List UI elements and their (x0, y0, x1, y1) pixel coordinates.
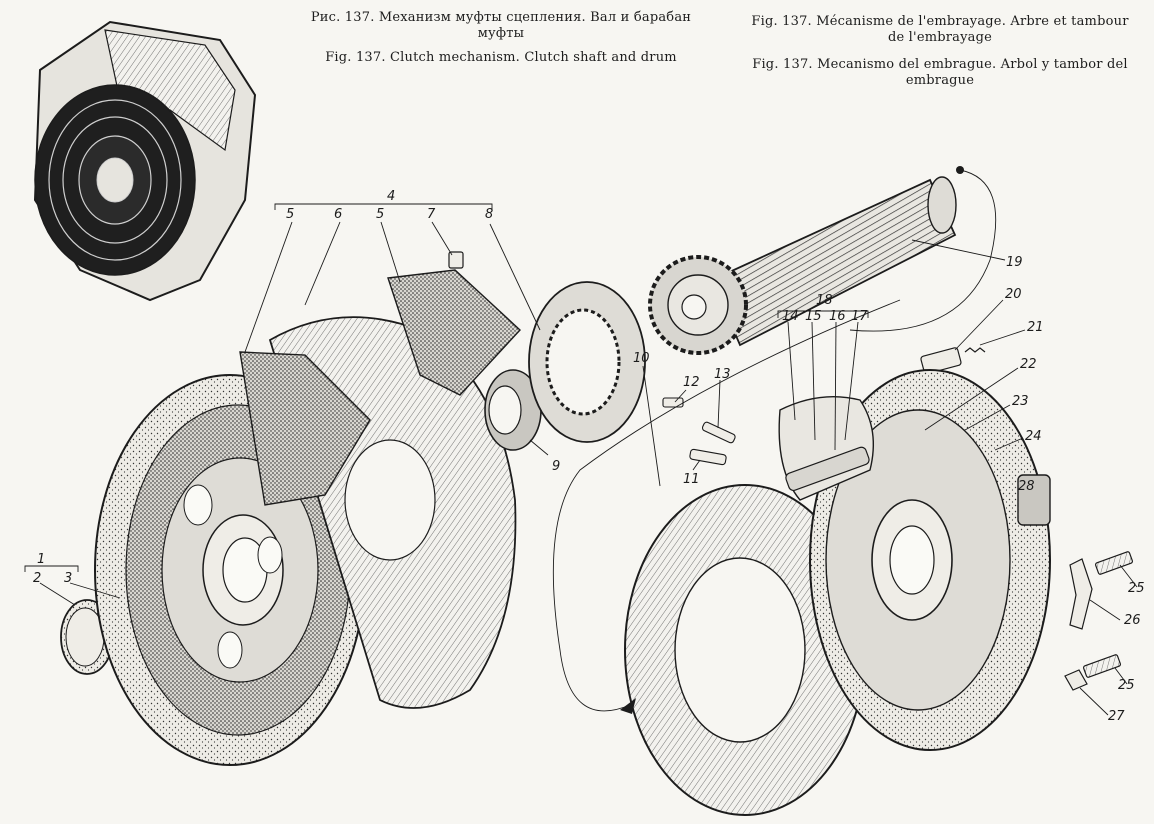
part-7-pin (448, 251, 464, 269)
bracket-4 (274, 203, 493, 210)
label-25-lower: 25 (1118, 678, 1135, 693)
label-28: 28 (1018, 479, 1035, 494)
caption-russian: Рис. 137. Механизм муфты сцепления. Вал … (296, 10, 706, 42)
caption-english-line-1: Fig. 137. Clutch mechanism. Clutch shaft… (325, 50, 677, 65)
label-5-lower: 5 (286, 207, 294, 222)
caption-french: Fig. 137. Mécanisme de l'embrayage. Arbr… (740, 14, 1140, 46)
label-14: 14 (782, 309, 799, 324)
part-8-splined-ring (528, 281, 646, 443)
caption-english: Fig. 137. Clutch mechanism. Clutch shaft… (296, 50, 706, 66)
caption-french-line-1: Fig. 137. Mécanisme de l'embrayage. Arbr… (751, 14, 1129, 29)
label-15: 15 (805, 309, 822, 324)
label-9: 9 (552, 459, 560, 474)
part-5-friction-segment-upper (387, 269, 521, 396)
label-20: 20 (1005, 287, 1022, 302)
part-25-bolt-lower (1082, 654, 1122, 678)
part-12-bolt (662, 397, 684, 408)
part-28-lock-plate (1069, 558, 1093, 630)
part-21-spring (964, 347, 986, 353)
clutch-housing (33, 20, 257, 302)
label-10: 10 (633, 351, 650, 366)
leader-lines (39, 221, 1138, 716)
bracket-1 (24, 565, 79, 572)
part-10-pressure-disc (624, 484, 866, 816)
label-21: 21 (1027, 320, 1044, 335)
caption-french-line-2: de l'embrayage (887, 30, 993, 45)
caption-spanish-line-2: embrague (905, 73, 975, 88)
label-8: 8 (485, 207, 493, 222)
label-24: 24 (1025, 429, 1042, 444)
callout-labels: 1 2 3 4 5 6 5 7 8 9 10 11 12 13 14 15 16… (33, 189, 1145, 724)
assembly-arrow (552, 299, 901, 714)
label-16: 16 (829, 309, 846, 324)
caption-spanish-line-1: Fig. 137. Mecanismo del embrague. Arbol … (752, 57, 1128, 72)
part-9-bearing (484, 369, 542, 451)
part-13-pin (701, 421, 736, 444)
part-11-pin (689, 448, 727, 466)
label-3: 3 (64, 571, 72, 586)
label-27: 27 (1108, 709, 1125, 724)
label-5-upper: 5 (376, 207, 384, 222)
bracket-18 (777, 310, 869, 318)
caption-russian-line-2: муфты (477, 26, 525, 41)
part-19-clutch-shaft (648, 166, 997, 355)
label-22: 22 (1020, 357, 1037, 372)
part-20-pin (920, 347, 962, 375)
label-26: 26 (1124, 613, 1141, 628)
caption-russian-line-1: Рис. 137. Механизм муфты сцепления. Вал … (310, 10, 692, 25)
caption-spanish: Fig. 137. Mecanismo del embrague. Arbol … (740, 57, 1140, 89)
label-2: 2 (33, 571, 41, 586)
label-19: 19 (1006, 255, 1023, 270)
label-12: 12 (683, 375, 700, 390)
label-4: 4 (387, 189, 395, 204)
label-25-upper: 25 (1128, 581, 1145, 596)
label-6: 6 (334, 207, 342, 222)
label-11: 11 (683, 472, 700, 487)
label-23: 23 (1012, 394, 1029, 409)
label-17: 17 (851, 309, 868, 324)
label-18: 18 (816, 293, 833, 308)
part-27-lock-washer (1064, 669, 1088, 691)
part-25-bolt-upper (1094, 551, 1134, 575)
label-13: 13 (714, 367, 731, 382)
release-lever-assembly (778, 396, 875, 501)
part-5-friction-segment-lower (239, 351, 371, 506)
label-7: 7 (427, 207, 436, 222)
label-1: 1 (37, 552, 45, 567)
